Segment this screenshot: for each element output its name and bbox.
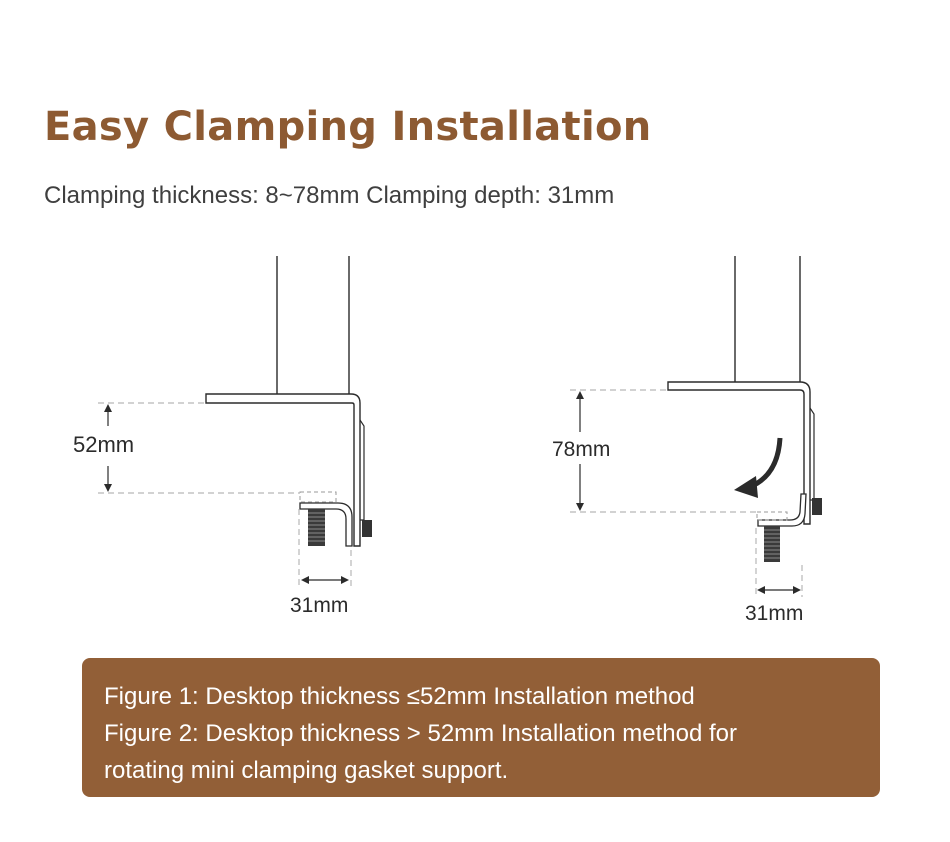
figure-1: 52mm 31mm xyxy=(73,256,372,617)
pole xyxy=(276,256,350,394)
clamping-specs: Clamping thickness: 8~78mm Clamping dept… xyxy=(44,182,615,209)
page-title: Easy Clamping Installation xyxy=(44,104,652,150)
depth-dimension-arrow xyxy=(301,576,349,584)
clamp-jaw xyxy=(757,493,807,527)
clamp-screw xyxy=(764,526,780,562)
dimension-guides xyxy=(98,402,352,588)
pole xyxy=(734,256,801,382)
note-figure-1: Figure 1: Desktop thickness ≤52mm Instal… xyxy=(104,683,695,710)
curved-arrow-icon xyxy=(734,437,783,498)
depth-label: 31mm xyxy=(745,602,803,625)
height-label: 78mm xyxy=(552,438,610,461)
depth-label: 31mm xyxy=(290,594,348,617)
clamp-jaw xyxy=(299,502,353,547)
depth-dimension-arrow xyxy=(757,586,801,594)
gasket-outline xyxy=(756,511,788,521)
note-figure-2: Figure 2: Desktop thickness > 52mm Insta… xyxy=(104,720,737,747)
installation-notes: Figure 1: Desktop thickness ≤52mm Instal… xyxy=(82,658,880,797)
installation-diagram: 52mm 31mm xyxy=(73,256,822,625)
figure-2: 78mm 31mm xyxy=(552,256,822,625)
gasket-outline xyxy=(299,491,337,503)
dimension-guides xyxy=(570,389,803,597)
height-dimension-arrow xyxy=(576,391,584,511)
clamp-bracket xyxy=(667,381,811,525)
tightening-knob xyxy=(812,498,822,515)
clamp-screw xyxy=(308,509,325,546)
height-dimension-arrow xyxy=(104,404,112,492)
clamp-bracket xyxy=(205,393,361,547)
height-label: 52mm xyxy=(73,432,134,457)
tightening-knob xyxy=(362,520,372,537)
note-figure-2-continued: rotating mini clamping gasket support. xyxy=(104,757,509,784)
